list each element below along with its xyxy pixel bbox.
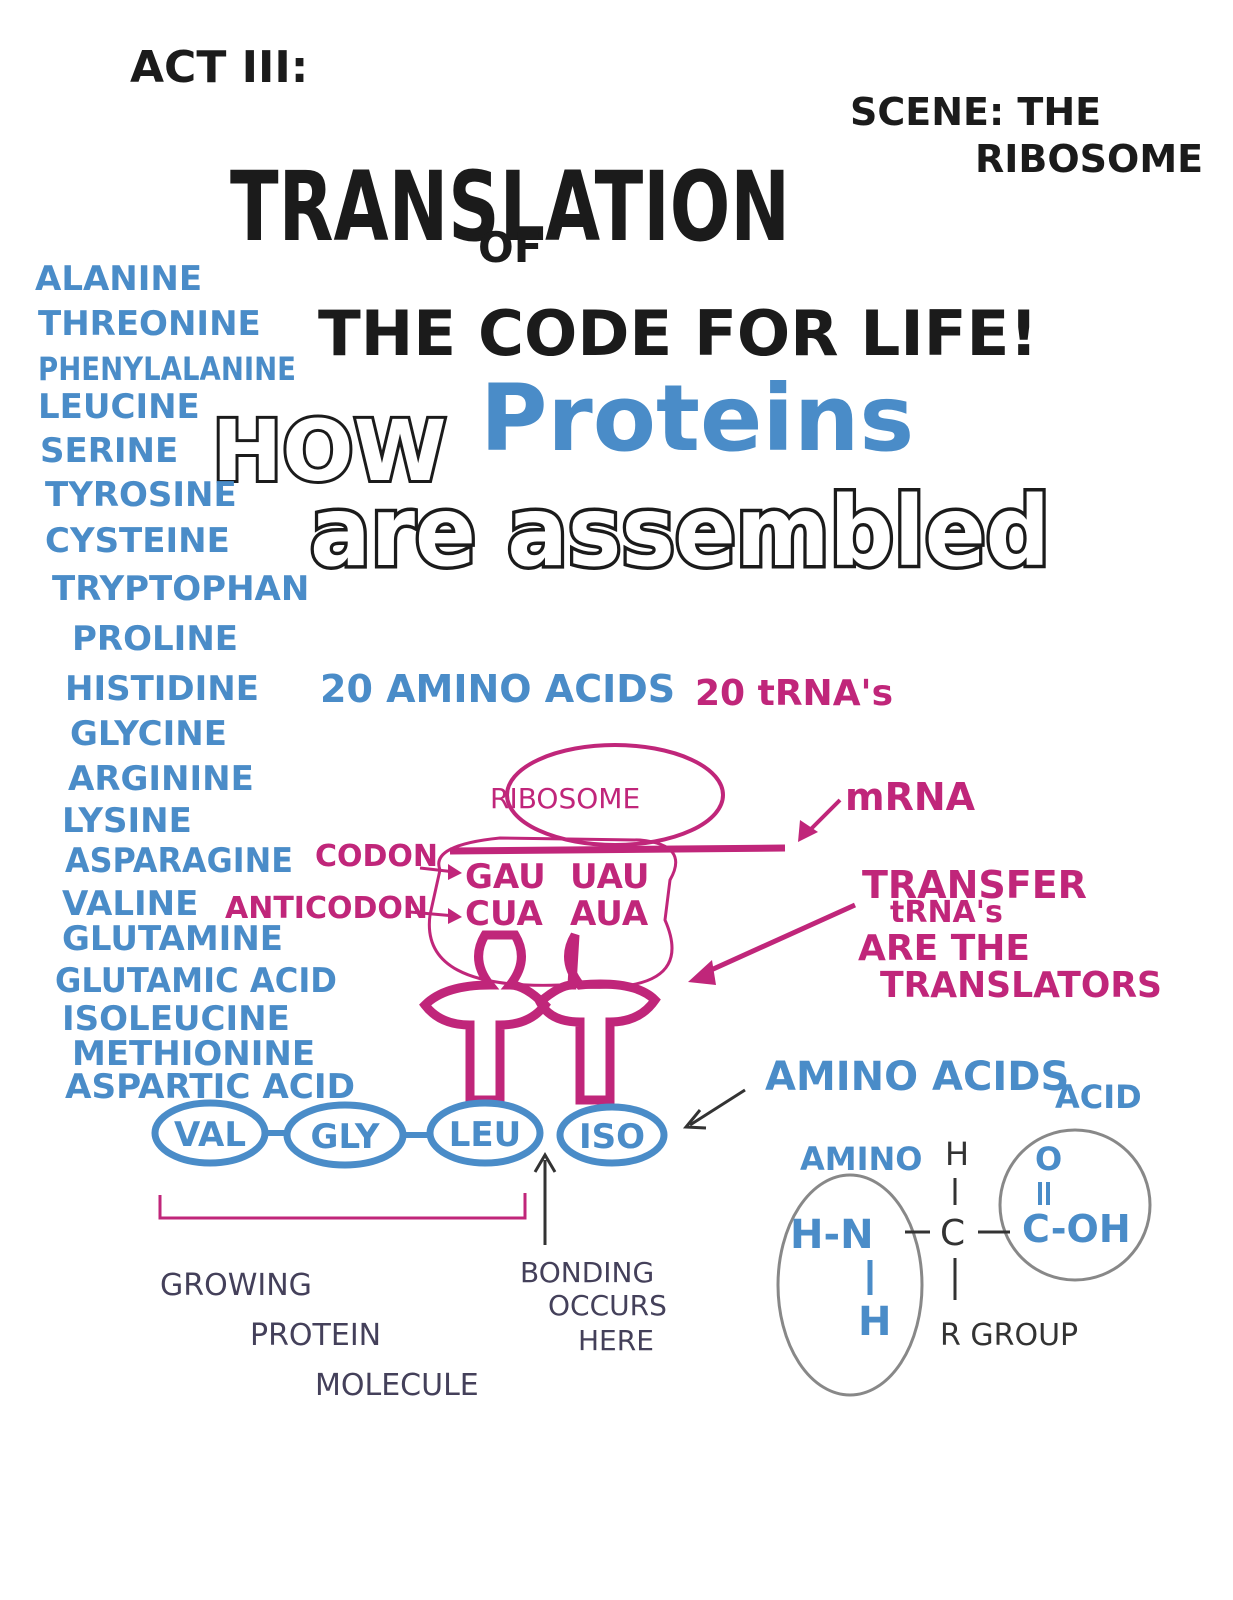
transfer-arrow	[698, 902, 857, 978]
scene-label: SCENE: THE	[850, 90, 1101, 134]
anticodon-label: ANTICODON	[225, 891, 428, 926]
anticodon-arrow	[409, 910, 456, 918]
mrna-strand	[449, 844, 786, 855]
growing-protein-bracket	[158, 1193, 527, 1220]
growing-line-1: GROWING	[160, 1268, 312, 1303]
structure-acid-label: ACID	[1055, 1078, 1142, 1116]
ribosome-label: RIBOSOME	[490, 782, 640, 815]
amino-group-circle	[776, 1173, 924, 1397]
codon-label: CODON	[315, 839, 438, 874]
act-label: ACT III:	[130, 42, 308, 93]
codon-1: GAU	[465, 857, 546, 897]
structure-n-h: H	[858, 1299, 891, 1345]
subtitle-proteins: Proteins	[480, 365, 914, 472]
chain-iso-label: ISO	[579, 1117, 645, 1157]
bonding-line-1: BONDING	[520, 1256, 654, 1289]
amino-acid-item: VALINE	[62, 884, 198, 924]
title-code-for-life: THE CODE FOR LIFE!	[318, 297, 1038, 370]
chain-val-label: VAL	[174, 1115, 246, 1155]
ribosome-large-subunit	[505, 743, 725, 847]
bonding-line-3: HERE	[578, 1324, 654, 1357]
anticodon-1: CUA	[465, 894, 544, 934]
growing-line-2: PROTEIN	[250, 1318, 381, 1353]
structure-r-group: R GROUP	[940, 1318, 1078, 1353]
scene-ribosome: RIBOSOME	[975, 137, 1203, 181]
anticodon-arrowhead	[448, 908, 462, 924]
chain-leu-label: LEU	[449, 1115, 522, 1155]
chain-iso	[556, 1103, 668, 1167]
structure-h-n: H-N	[790, 1212, 874, 1258]
growing-line-3: MOLECULE	[315, 1368, 479, 1403]
amino-acid-item: TYROSINE	[45, 475, 237, 515]
trna-2	[534, 932, 661, 1105]
ribosome-small-subunit	[427, 836, 678, 989]
codon-arrowhead	[448, 864, 462, 880]
transfer-line-4: TRANSLATORS	[880, 965, 1162, 1006]
amino-acid-item: TRYPTOPHAN	[52, 569, 309, 609]
amino-acid-item: ALANINE	[35, 259, 202, 299]
structure-h-top: H	[945, 1135, 969, 1173]
amino-acid-item: GLUTAMINE	[62, 919, 283, 959]
amino-acid-item: ARGININE	[68, 759, 254, 799]
bonding-line-2: OCCURS	[548, 1289, 667, 1322]
amino-acids-arrowhead	[682, 1109, 707, 1130]
mrna-label: mRNA	[845, 775, 976, 819]
amino-acid-item: METHIONINE	[72, 1034, 315, 1074]
amino-acid-item: PHENYLALANINE	[38, 350, 296, 388]
count-trnas: 20 tRNA's	[695, 673, 893, 714]
amino-acids-label: AMINO ACIDS	[765, 1054, 1069, 1100]
bonding-arrowhead	[533, 1152, 557, 1173]
structure-o-top: O	[1035, 1140, 1062, 1178]
chain-leu	[426, 1099, 544, 1167]
structure-amino-label: AMINO	[800, 1140, 923, 1178]
amino-acid-item: HISTIDINE	[65, 669, 259, 709]
amino-acid-item: LYSINE	[62, 801, 192, 841]
amino-acid-item: GLYCINE	[70, 714, 227, 754]
subtitle-how: HOW	[212, 402, 446, 500]
amino-acid-list: ALANINE THREONINE PHENYLALANINE LEUCINE …	[35, 259, 355, 1107]
anticodon-2: AUA	[570, 894, 649, 934]
amino-acid-item: CYSTEINE	[45, 521, 230, 561]
amino-acid-item: LEUCINE	[38, 387, 200, 427]
amino-acid-item: GLUTAMIC ACID	[55, 961, 337, 1001]
title-of: OF	[478, 223, 542, 272]
codon-2: UAU	[570, 857, 649, 897]
structure-c-oh: C-OH	[1022, 1207, 1131, 1251]
transfer-line-1: TRANSFER	[862, 863, 1087, 907]
transfer-line-3: ARE THE	[858, 928, 1030, 969]
count-amino-acids: 20 AMINO ACIDS	[320, 667, 675, 711]
transfer-arrowhead	[688, 960, 716, 985]
amino-acid-item: THREONINE	[38, 304, 261, 344]
chain-gly-label: GLY	[311, 1117, 380, 1157]
mrna-arrowhead	[798, 820, 818, 842]
structure-c-center: C	[940, 1213, 965, 1254]
transfer-line-2: tRNA's	[890, 895, 1003, 930]
amino-acids-arrow	[689, 1088, 746, 1127]
amino-acid-item: ASPARAGINE	[65, 841, 293, 881]
amino-acid-item: SERINE	[40, 431, 178, 471]
acid-group-circle	[998, 1128, 1152, 1282]
amino-acid-item: PROLINE	[72, 619, 238, 659]
title-translation: TRANSLATION	[230, 151, 790, 263]
amino-acid-item: ISOLEUCINE	[62, 999, 290, 1039]
subtitle-are-assembled: are assembled	[310, 476, 1050, 588]
